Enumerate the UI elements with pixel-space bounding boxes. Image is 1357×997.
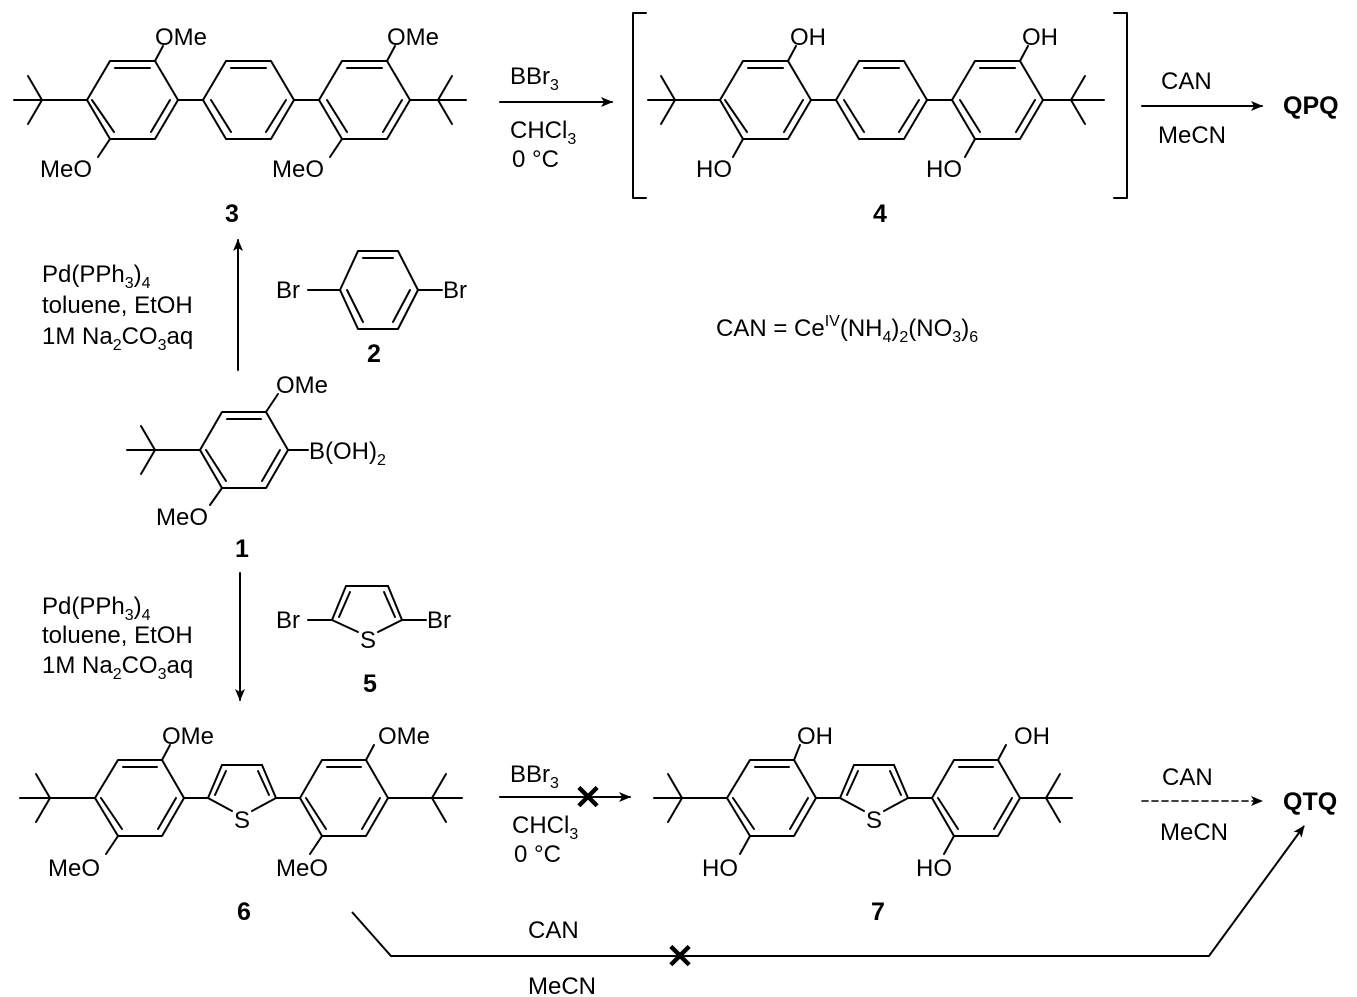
temperature-top: 0 °C [512, 146, 559, 173]
compound-3-meo-left: MeO [40, 156, 92, 183]
compound-4-oh-left: OH [790, 24, 826, 51]
compound-3-meo-right: MeO [272, 156, 324, 183]
compound-7-label: 7 [871, 898, 885, 926]
reagent-bbr3-bottom: BBr3 [510, 761, 559, 792]
base-upper: 1M Na2CO3aq [42, 323, 193, 354]
compound-4-ho-left: HO [696, 156, 732, 183]
compound-2-br-right: Br [443, 277, 467, 304]
compound-1-meo: MeO [156, 504, 208, 531]
compound-2-structure [307, 250, 443, 330]
compound-6-meo-right: MeO [276, 855, 328, 882]
compound-6-sulfur: S [234, 807, 250, 834]
failure-mark-direct-oxidation: ✕ [666, 938, 695, 976]
product-qpq: QPQ [1283, 92, 1339, 120]
compound-5-label: 5 [363, 670, 377, 698]
compound-6-ome-left: OMe [162, 723, 214, 750]
compound-1-ome: OMe [276, 372, 328, 399]
compound-7-ho-left: HO [702, 855, 738, 882]
compound-3-label: 3 [225, 200, 239, 228]
compound-5-structure [307, 585, 427, 633]
failure-mark-demethylation: ✕ [574, 779, 603, 817]
compound-6-structure [19, 744, 463, 855]
solvent-mecn-bottom: MeCN [1160, 819, 1228, 846]
compound-7-structure [653, 744, 1073, 855]
compound-7-ho-right: HO [916, 855, 952, 882]
compound-4-oh-right: OH [1022, 24, 1058, 51]
catalyst-upper: Pd(PPh3)4 [42, 261, 151, 292]
arrow-6-to-qtq-direct [351, 825, 1305, 957]
solvent-mecn-direct: MeCN [528, 973, 596, 997]
compound-7-oh-right: OH [1014, 723, 1050, 750]
solvent-lower: toluene, EtOH [42, 622, 193, 649]
compound-4-ho-right: HO [926, 156, 962, 183]
compound-4-structure [647, 45, 1105, 158]
reagent-can-bottom: CAN [1162, 764, 1213, 791]
reagent-can-top: CAN [1161, 68, 1212, 95]
solvent-chcl3-top: CHCl3 [510, 117, 576, 148]
base-lower: 1M Na2CO3aq [42, 652, 193, 683]
compound-3-ome-right: OMe [387, 24, 439, 51]
product-qtq: QTQ [1283, 788, 1337, 816]
solvent-upper: toluene, EtOH [42, 292, 193, 319]
compound-7-oh-left: OH [797, 723, 833, 750]
compound-7-sulfur: S [866, 807, 882, 834]
solvent-chcl3-bottom: CHCl3 [512, 812, 578, 843]
compound-1-structure [126, 393, 309, 506]
compound-5-br-left: Br [276, 607, 300, 634]
compound-5-br-right: Br [427, 607, 451, 634]
can-definition: CAN = CeIV(NH4)2(NO3)6 [716, 313, 978, 346]
compound-3-ome-left: OMe [155, 24, 207, 51]
compound-1-boronic-acid: B(OH)2 [309, 438, 386, 469]
compound-4-label: 4 [873, 200, 887, 228]
catalyst-lower: Pd(PPh3)4 [42, 593, 151, 624]
reagent-bbr3-top: BBr3 [510, 63, 559, 94]
bracket-left [632, 12, 647, 199]
compound-5-sulfur: S [360, 627, 376, 654]
compound-3-structure [13, 45, 467, 158]
compound-6-meo-left: MeO [48, 855, 100, 882]
compound-1-label: 1 [235, 535, 249, 563]
compound-6-label: 6 [237, 898, 251, 926]
compound-2-br-left: Br [276, 277, 300, 304]
compound-2-label: 2 [367, 340, 381, 368]
reagent-can-direct: CAN [528, 917, 579, 944]
temperature-bottom: 0 °C [514, 841, 561, 868]
bracket-right [1113, 12, 1128, 199]
compound-6-ome-right: OMe [378, 723, 430, 750]
solvent-mecn-top: MeCN [1158, 122, 1226, 149]
